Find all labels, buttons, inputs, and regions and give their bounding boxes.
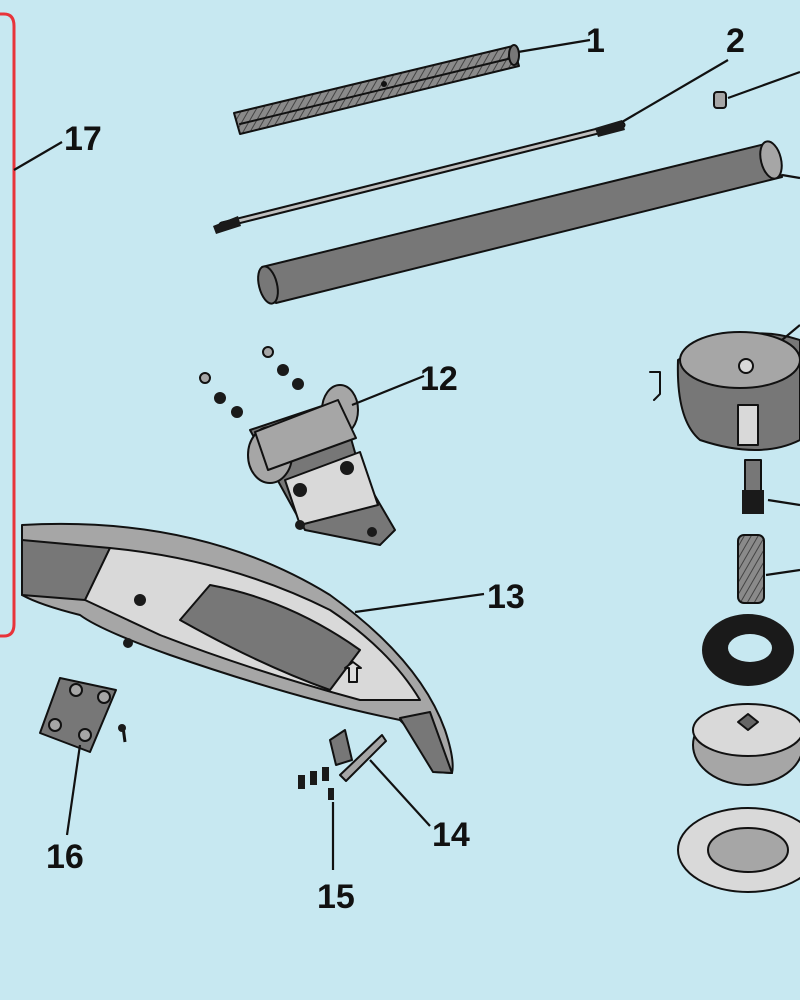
part-12-clamp[interactable] xyxy=(199,346,396,546)
part-13-guard[interactable] xyxy=(21,522,454,774)
main-tube[interactable] xyxy=(255,139,800,305)
label-part-12: 12 xyxy=(420,360,458,398)
part-14-bracket[interactable] xyxy=(329,729,387,782)
part-1-rail[interactable] xyxy=(233,44,520,135)
label-part-17: 17 xyxy=(64,120,102,158)
highlight-frame[interactable] xyxy=(0,12,16,638)
label-part-16: 16 xyxy=(46,838,84,876)
label-part-14: 14 xyxy=(432,816,470,854)
part-15-nuts[interactable] xyxy=(298,767,334,800)
part-16-plate[interactable] xyxy=(39,677,127,753)
label-part-15: 15 xyxy=(317,878,355,916)
trimmer-head-assembly[interactable] xyxy=(649,324,800,893)
label-part-13: 13 xyxy=(487,578,525,616)
label-part-1: 1 xyxy=(586,22,605,60)
bushing-part[interactable] xyxy=(713,70,800,109)
part-2-drive-shaft[interactable] xyxy=(213,120,626,234)
label-part-2: 2 xyxy=(726,22,745,60)
leader-lines xyxy=(13,38,729,870)
